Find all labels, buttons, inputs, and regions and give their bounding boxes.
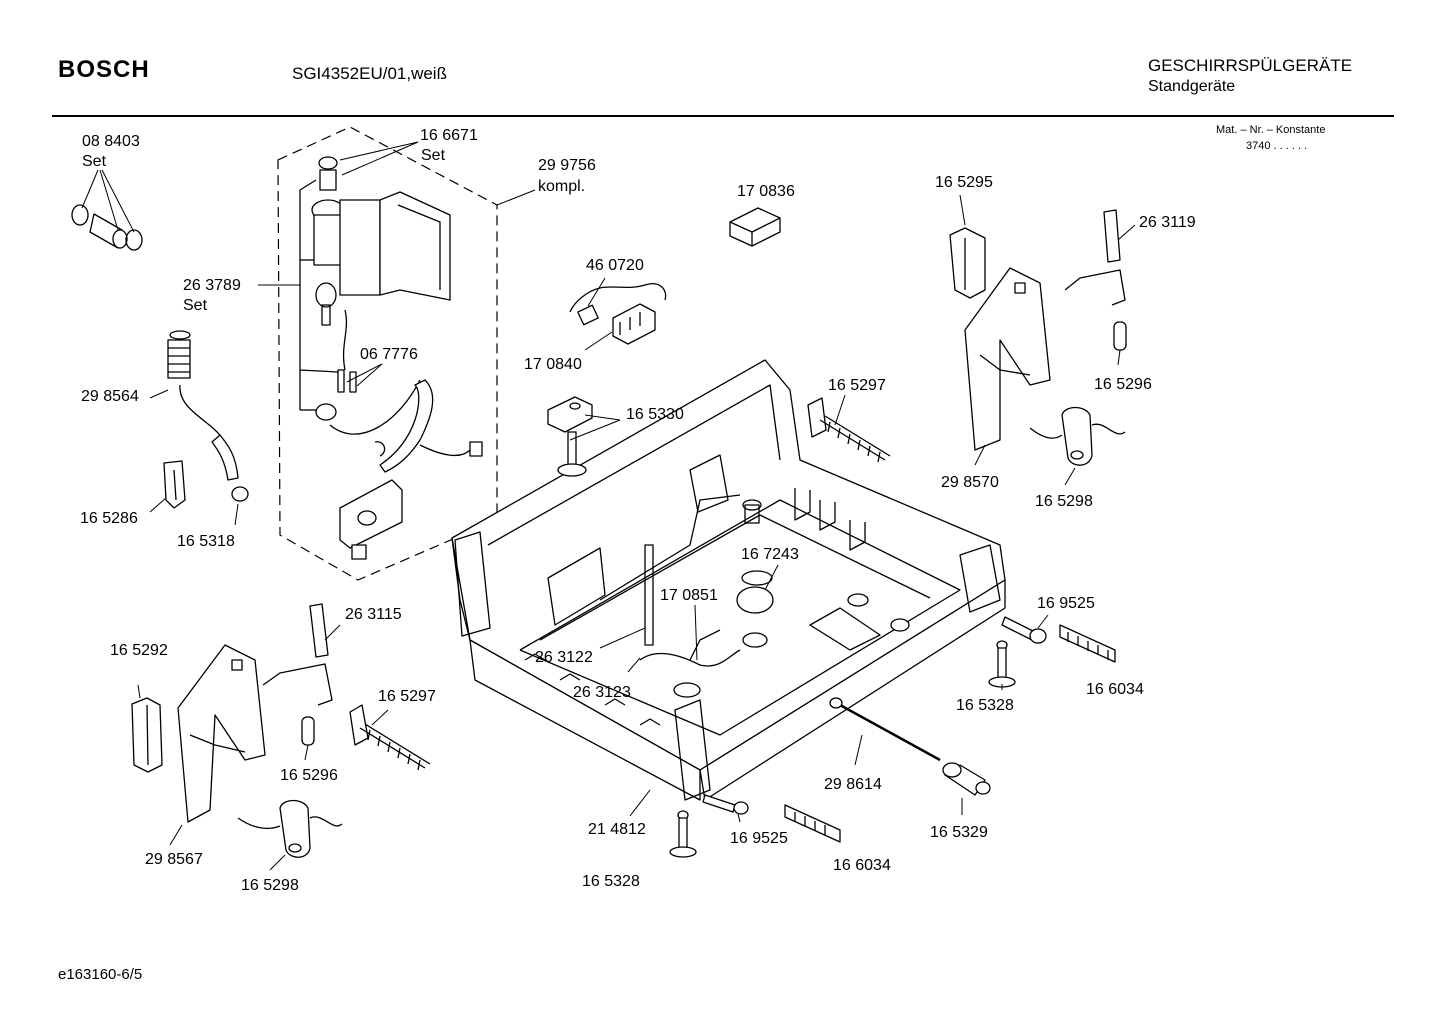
bracket-165292-drawing bbox=[131, 697, 163, 773]
spring-165297-bot-drawing bbox=[349, 704, 431, 771]
part-170836-drawing bbox=[729, 207, 781, 247]
rod-298614-drawing bbox=[829, 697, 941, 762]
label-166034-top: 16 6034 bbox=[1086, 681, 1144, 698]
header-divider bbox=[52, 115, 1394, 117]
label-kompl: kompl. bbox=[538, 178, 585, 195]
label-167243: 16 7243 bbox=[741, 546, 799, 563]
part-labels: 08 8403 Set 16 6671 Set 29 9756 kompl. 2… bbox=[80, 127, 1196, 894]
label-set-b: Set bbox=[421, 147, 446, 164]
label-088403: 08 8403 bbox=[82, 133, 140, 150]
brand-logo: BOSCH bbox=[58, 56, 150, 83]
rail-298567-drawing bbox=[177, 644, 266, 823]
rail-166034-bot-drawing bbox=[784, 804, 841, 843]
model-number: SGI4352EU/01,weiß bbox=[292, 64, 447, 83]
label-165328-bot: 16 5328 bbox=[582, 873, 640, 890]
foot-165330-drawing bbox=[547, 396, 593, 477]
foot-165328-bot-drawing bbox=[669, 810, 697, 858]
label-460720: 46 0720 bbox=[586, 257, 644, 274]
label-165295: 16 5295 bbox=[935, 174, 993, 191]
label-170836: 17 0836 bbox=[737, 183, 795, 200]
clip-165296-top-drawing bbox=[1113, 321, 1127, 351]
bracket-165295-drawing bbox=[949, 227, 986, 299]
spring-165297-top-drawing bbox=[807, 397, 891, 463]
label-166034-bot: 16 6034 bbox=[833, 857, 891, 874]
label-170851: 17 0851 bbox=[660, 587, 718, 604]
base-tub-drawing bbox=[451, 359, 1006, 801]
label-170840: 17 0840 bbox=[524, 356, 582, 373]
label-165329: 16 5329 bbox=[930, 824, 988, 841]
bracket-263115-drawing bbox=[262, 603, 333, 706]
mat-nr-value: 3740 . . . . . . bbox=[1246, 140, 1308, 152]
knob-165329-drawing bbox=[942, 762, 991, 796]
label-165297-top: 16 5297 bbox=[828, 377, 886, 394]
rail-166034-top-drawing bbox=[1059, 624, 1116, 663]
inlet-spring-hose-drawing bbox=[167, 330, 249, 502]
clip-165296-bot-drawing bbox=[301, 716, 315, 746]
label-214812: 21 4812 bbox=[588, 821, 646, 838]
label-263123: 26 3123 bbox=[573, 684, 631, 701]
label-263122: 26 3122 bbox=[535, 649, 593, 666]
cable-460720-drawing bbox=[569, 283, 667, 345]
clip-165286-drawing bbox=[163, 460, 186, 509]
category-title: GESCHIRRSPÜLGERÄTE bbox=[1148, 56, 1353, 75]
foot-165328-top-drawing bbox=[988, 640, 1016, 688]
label-067776: 06 7776 bbox=[360, 346, 418, 363]
label-165297-bot: 16 5297 bbox=[378, 688, 436, 705]
subcategory-title: Standgeräte bbox=[1148, 78, 1236, 95]
inlet-valve-kit-drawing bbox=[299, 156, 483, 560]
label-263115: 26 3115 bbox=[345, 606, 402, 623]
screw-169525-top-drawing bbox=[1001, 616, 1047, 644]
label-165298-top: 16 5298 bbox=[1035, 493, 1093, 510]
label-263789: 26 3789 bbox=[183, 277, 241, 294]
label-169525-bot: 16 9525 bbox=[730, 830, 788, 847]
label-298567: 29 8567 bbox=[145, 851, 203, 868]
label-165318: 16 5318 bbox=[177, 533, 235, 550]
hose-clamp-set-drawing bbox=[71, 204, 143, 251]
label-165298-bot: 16 5298 bbox=[241, 877, 299, 894]
label-165296-bot: 16 5296 bbox=[280, 767, 338, 784]
label-298570: 29 8570 bbox=[941, 474, 999, 491]
label-165286: 16 5286 bbox=[80, 510, 138, 527]
hinge-165298-bot-drawing bbox=[237, 799, 343, 858]
label-165330: 16 5330 bbox=[626, 406, 684, 423]
label-298564: 29 8564 bbox=[81, 388, 139, 405]
bracket-263119-drawing bbox=[1064, 209, 1126, 306]
label-169525-top: 16 9525 bbox=[1037, 595, 1095, 612]
label-298614: 29 8614 bbox=[824, 776, 882, 793]
rail-298570-drawing bbox=[964, 267, 1051, 451]
label-set-a: Set bbox=[82, 153, 107, 170]
label-165328-top: 16 5328 bbox=[956, 697, 1014, 714]
leader-lines bbox=[81, 141, 1136, 871]
drawing-code: e163160-6/5 bbox=[58, 966, 143, 983]
label-set-c: Set bbox=[183, 297, 208, 314]
label-299756: 29 9756 bbox=[538, 157, 596, 174]
label-165292: 16 5292 bbox=[110, 642, 168, 659]
label-166671: 16 6671 bbox=[420, 127, 478, 144]
mat-nr-label: Mat. – Nr. – Konstante bbox=[1216, 124, 1326, 136]
label-263119: 26 3119 bbox=[1139, 214, 1196, 231]
label-165296-top: 16 5296 bbox=[1094, 376, 1152, 393]
hinge-165298-top-drawing bbox=[1029, 406, 1126, 466]
screw-169525-bot-drawing bbox=[702, 794, 749, 815]
